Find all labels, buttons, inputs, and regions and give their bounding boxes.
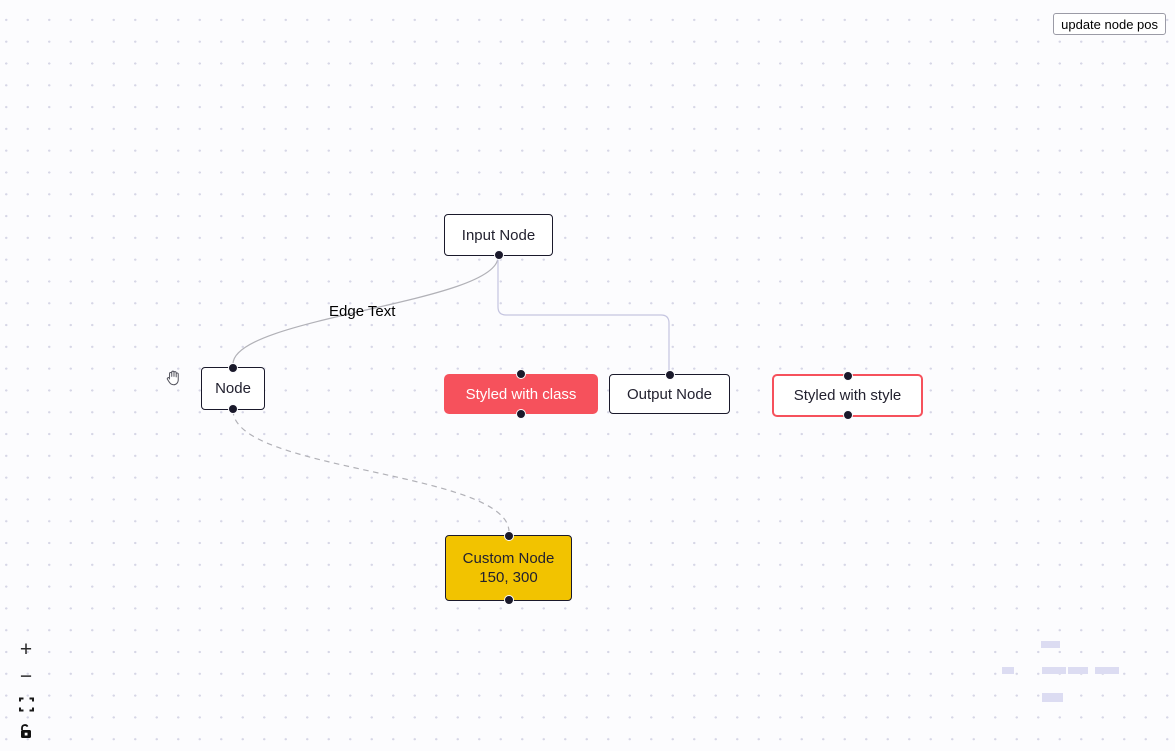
- node-custom[interactable]: Custom Node 150, 300: [445, 531, 572, 605]
- target-handle[interactable]: [842, 371, 853, 381]
- node-styled-with-style[interactable]: Styled with style: [772, 371, 923, 420]
- minimap-node-custom: [1042, 693, 1063, 702]
- lock-button[interactable]: [16, 721, 36, 741]
- target-handle[interactable]: [516, 369, 526, 379]
- minimap[interactable]: [960, 586, 1160, 736]
- node-styled-with-style-label: Styled with style: [793, 387, 902, 404]
- lock-icon: [21, 723, 31, 738]
- node-input[interactable]: Input Node: [444, 214, 553, 260]
- node-styled-with-class-label: Styled with class: [465, 385, 577, 403]
- update-node-pos-button[interactable]: update node pos: [1053, 13, 1166, 35]
- minimap-node-input: [1041, 641, 1060, 648]
- minimap-node-default: [1002, 667, 1014, 674]
- source-handle[interactable]: [842, 410, 853, 420]
- node-input-label: Input Node: [461, 226, 536, 244]
- node-custom-label: Custom Node: [462, 550, 555, 567]
- edge-input-to-output[interactable]: [497, 257, 670, 371]
- node-custom-coords: 150, 300: [479, 569, 538, 586]
- source-handle[interactable]: [228, 404, 238, 414]
- edge-input-to-node[interactable]: [232, 256, 499, 365]
- edge-label: Edge Text: [329, 303, 396, 320]
- zoom-in-button[interactable]: +: [16, 638, 36, 661]
- node-default-label: Node: [215, 380, 251, 397]
- flow-controls: + −: [16, 638, 36, 748]
- node-default[interactable]: Node: [201, 363, 265, 414]
- minus-icon: −: [19, 665, 33, 688]
- node-styled-with-class[interactable]: Styled with class: [444, 369, 598, 419]
- zoom-out-button[interactable]: −: [16, 665, 36, 688]
- plus-icon: +: [19, 638, 33, 661]
- source-handle[interactable]: [503, 595, 514, 605]
- node-output-label: Output Node: [626, 385, 713, 403]
- minimap-node-styled-with-style: [1095, 667, 1119, 674]
- fit-view-icon: [18, 697, 34, 711]
- node-output[interactable]: Output Node: [609, 370, 730, 414]
- source-handle[interactable]: [516, 409, 526, 419]
- edge-node-to-custom[interactable]: [232, 409, 510, 533]
- hand-cursor-icon: [166, 370, 179, 386]
- minimap-node-styled-with-class: [1042, 667, 1066, 674]
- source-handle[interactable]: [493, 250, 504, 260]
- target-handle[interactable]: [228, 363, 238, 373]
- minimap-node-output: [1068, 667, 1088, 674]
- target-handle[interactable]: [664, 370, 675, 380]
- fit-view-button[interactable]: [16, 694, 36, 714]
- target-handle[interactable]: [503, 531, 514, 541]
